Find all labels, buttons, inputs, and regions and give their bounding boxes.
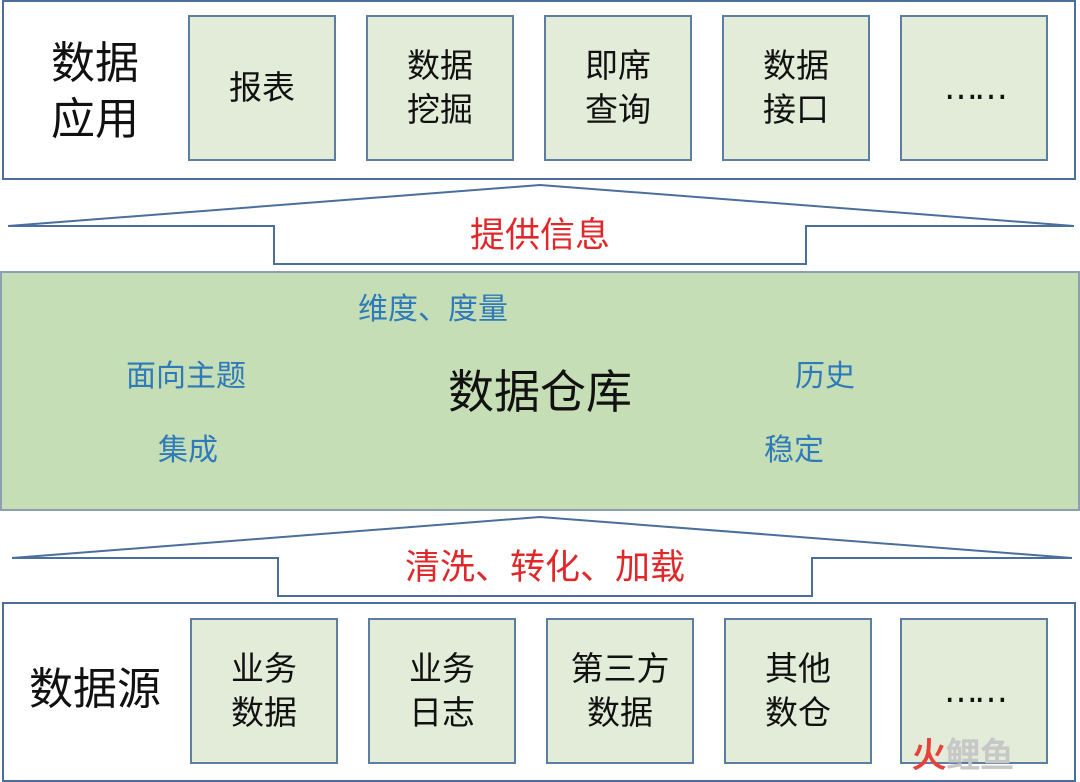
source-box-more: …… bbox=[900, 618, 1048, 764]
upward-arrow-top bbox=[7, 183, 1075, 265]
feature-dimension-measure: 维度、度量 bbox=[358, 292, 508, 327]
feature-subject-oriented: 面向主题 bbox=[126, 359, 246, 394]
source-box-business-data: 业务 数据 bbox=[190, 618, 338, 764]
app-box-more: …… bbox=[900, 15, 1048, 161]
source-box-business-logs: 业务 日志 bbox=[368, 618, 516, 764]
watermark-logo: 火鲤鱼 bbox=[912, 736, 1014, 776]
data-source-layer-title: 数据源 bbox=[29, 664, 161, 715]
data-source-layer-panel bbox=[2, 602, 1076, 782]
data-warehouse-title: 数据仓库 bbox=[448, 365, 632, 419]
data-warehouse-panel bbox=[0, 271, 1080, 511]
etl-label: 清洗、转化、加载 bbox=[404, 548, 685, 588]
feature-integrated: 集成 bbox=[158, 433, 218, 468]
app-box-adhoc-query: 即席 查询 bbox=[544, 15, 692, 161]
application-layer-panel bbox=[2, 0, 1076, 180]
watermark-part1: 火 bbox=[912, 736, 946, 776]
app-box-data-mining: 数据 挖掘 bbox=[366, 15, 514, 161]
watermark-part2: 鲤鱼 bbox=[946, 736, 1014, 776]
feature-stable: 稳定 bbox=[764, 433, 824, 468]
feature-history: 历史 bbox=[795, 359, 855, 394]
source-box-third-party-data: 第三方 数据 bbox=[546, 618, 694, 764]
provide-info-label: 提供信息 bbox=[469, 216, 610, 256]
source-box-other-warehouses: 其他 数仓 bbox=[724, 618, 872, 764]
app-box-reports: 报表 bbox=[188, 15, 336, 161]
upward-arrow-bottom bbox=[11, 515, 1073, 597]
application-layer-title: 数据 应用 bbox=[51, 38, 139, 145]
app-box-data-interface: 数据 接口 bbox=[722, 15, 870, 161]
